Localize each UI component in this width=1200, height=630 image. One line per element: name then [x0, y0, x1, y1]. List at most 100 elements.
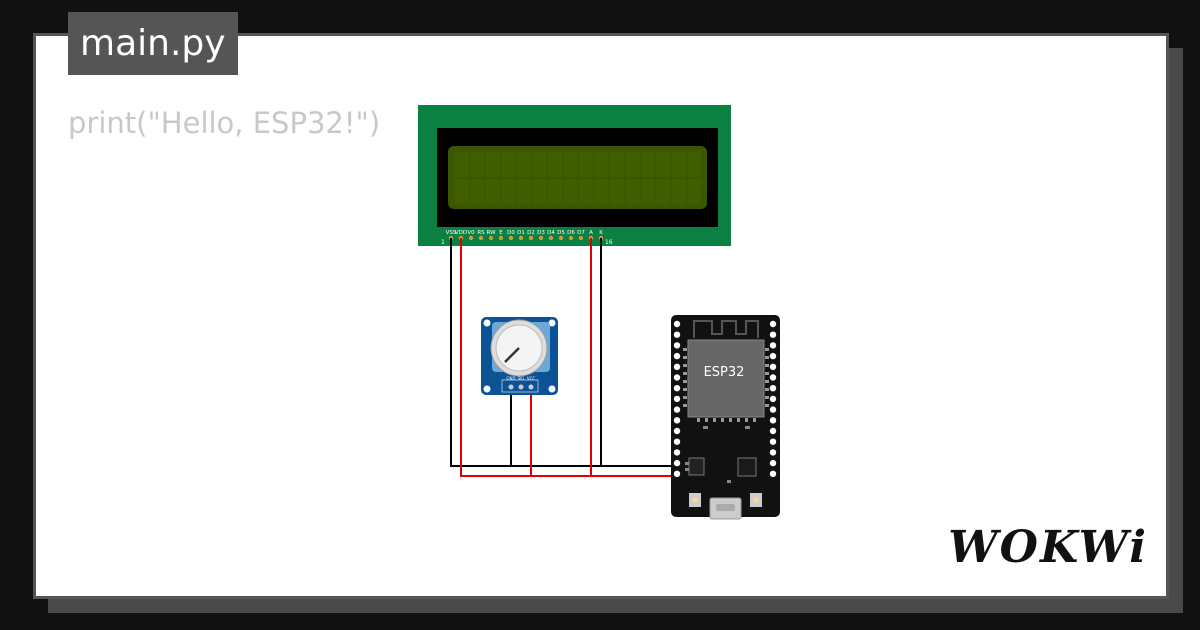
lcd-pin[interactable]: [478, 235, 484, 241]
pot-pin-label: SIG: [518, 376, 525, 381]
lcd-char-cell: [470, 179, 485, 204]
wires: [450, 238, 678, 477]
lcd-pin[interactable]: [538, 235, 544, 241]
esp32-pin-left[interactable]: [673, 331, 681, 338]
esp32-chip-label: ESP32: [704, 365, 745, 380]
esp32-boot-button-cap: [753, 497, 759, 503]
esp32-antenna: [693, 320, 759, 338]
esp32-pin-right[interactable]: [769, 406, 777, 413]
pot-pin-vcc[interactable]: [528, 384, 534, 390]
esp32-pin-right[interactable]: [769, 459, 777, 467]
esp32-chip-pad: [745, 418, 748, 422]
esp32-pin-left[interactable]: [673, 395, 681, 403]
lcd-char-cell: [501, 152, 516, 177]
esp32-pin-left[interactable]: [673, 374, 681, 381]
esp32-chip-pad: [683, 388, 687, 391]
lcd-pin[interactable]: [578, 235, 584, 241]
lcd-pin[interactable]: [498, 235, 504, 241]
lcd-char-cell: [594, 179, 609, 204]
esp32-pin-right[interactable]: [769, 470, 777, 477]
pot-pin-label: VCC: [527, 376, 536, 381]
lcd-char-cell: [548, 179, 562, 204]
esp32-pin-left[interactable]: [673, 320, 681, 328]
esp32-pin-right[interactable]: [769, 385, 777, 392]
lcd-pin[interactable]: [528, 235, 534, 241]
esp32-pin-right[interactable]: [769, 374, 777, 381]
lcd-pin[interactable]: [468, 235, 474, 241]
esp32-pin-right[interactable]: [769, 331, 777, 338]
esp32-pin-left[interactable]: [673, 363, 681, 370]
lcd-pin-label: D3: [537, 230, 545, 236]
esp32-pin-right[interactable]: [769, 427, 777, 435]
esp32-pin-left[interactable]: [673, 352, 681, 360]
esp32-pin-right[interactable]: [769, 320, 777, 328]
esp32-chip-pad: [729, 418, 732, 422]
lcd-char-cell: [579, 152, 593, 177]
esp32-chip-pad: [765, 380, 769, 383]
wire-lcd-vss-gnd[interactable]: [450, 238, 678, 467]
esp32-pin-left[interactable]: [673, 449, 681, 456]
esp32-pin-left[interactable]: [673, 417, 681, 424]
esp32-pin-right[interactable]: [769, 438, 777, 445]
esp32-en-button-cap: [692, 497, 698, 503]
lcd-char-cell: [470, 152, 485, 177]
lcd-pin-label: D7: [577, 230, 585, 236]
esp32-pin-right[interactable]: [769, 352, 777, 360]
esp32-chip-pad: [765, 348, 769, 351]
esp32-board[interactable]: ESP32: [671, 315, 780, 520]
esp32-pin-left[interactable]: [673, 438, 681, 445]
esp32-pin-right[interactable]: [769, 342, 777, 349]
lcd-pin-label: A: [589, 230, 593, 236]
esp32-chip-pad: [683, 396, 687, 399]
lcd-char-grid: [455, 152, 702, 204]
lcd-char-cell: [563, 179, 578, 204]
lcd-pin[interactable]: [508, 235, 514, 241]
esp32-pin-left[interactable]: [673, 342, 681, 349]
lcd-char-cell: [501, 179, 516, 204]
file-tab-main-py[interactable]: main.py: [68, 12, 238, 75]
esp32-pin-right[interactable]: [769, 417, 777, 424]
esp32-pin-left[interactable]: [673, 385, 681, 392]
pot-pin-gnd[interactable]: [508, 384, 514, 390]
lcd-char-cell: [672, 179, 686, 204]
lcd-char-cell: [563, 152, 578, 177]
esp32-smd-part: [745, 426, 750, 429]
lcd-pin[interactable]: [548, 235, 554, 241]
lcd-pin-label: VSS: [446, 230, 457, 236]
esp32-chip-pad: [765, 372, 769, 375]
lcd-pin[interactable]: [488, 235, 494, 241]
wire-lcd-vdd-vcc[interactable]: [460, 238, 678, 477]
esp32-chip-pad: [765, 364, 769, 367]
lcd-pin-first-label: 1: [441, 239, 445, 246]
lcd-char-cell: [641, 152, 655, 177]
lcd-char-cell: [486, 179, 500, 204]
pot-mount-hole: [483, 319, 491, 327]
esp32-pin-right[interactable]: [769, 395, 777, 403]
esp32-chip-pad: [683, 356, 687, 359]
esp32-chip-pad: [753, 418, 756, 422]
esp32-pin-left[interactable]: [673, 427, 681, 435]
pot-pin-sig[interactable]: [518, 384, 524, 390]
lcd-char-cell: [532, 152, 547, 177]
esp32-pin-left[interactable]: [673, 470, 681, 477]
lcd-pin-label: V0: [467, 230, 475, 236]
pot-pin-label: GND: [506, 376, 515, 381]
pot-knob-indicator: [504, 347, 520, 363]
esp32-pin-left[interactable]: [673, 459, 681, 467]
lcd-char-cell: [486, 152, 500, 177]
esp32-chip-pad: [765, 404, 769, 407]
esp32-pin-right[interactable]: [769, 363, 777, 370]
lcd-pin-label: K: [599, 230, 603, 236]
esp32-pin-right[interactable]: [769, 449, 777, 456]
pot-mount-hole: [483, 385, 491, 393]
lcd-pin[interactable]: [558, 235, 564, 241]
lcd-pin[interactable]: [518, 235, 524, 241]
lcd-pin[interactable]: [568, 235, 574, 241]
esp32-regulator-lead: [685, 462, 689, 465]
lcd-char-cell: [625, 152, 640, 177]
esp32-pin-left[interactable]: [673, 406, 681, 413]
